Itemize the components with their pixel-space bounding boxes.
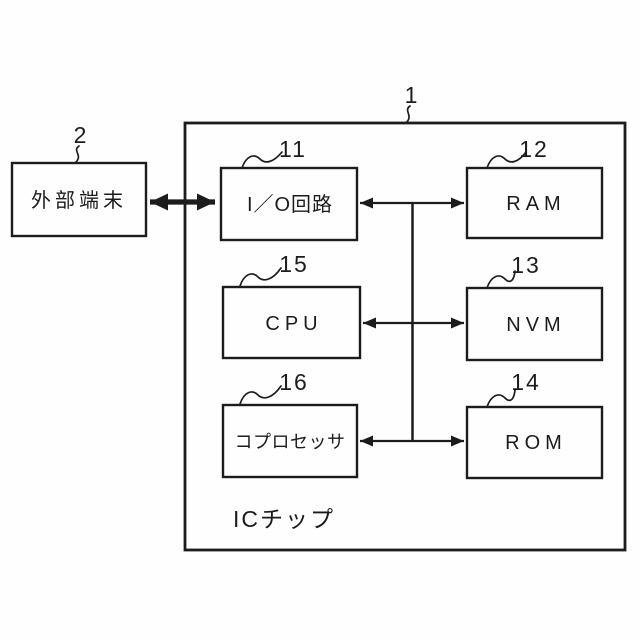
ref-label-16: 16: [279, 369, 309, 395]
ref-leader-14: [486, 389, 516, 408]
cpu-label: CPU: [265, 313, 322, 335]
rom-label: ROM: [505, 432, 567, 454]
ref-label-1: 1: [405, 82, 420, 108]
ref-label-15: 15: [279, 251, 309, 277]
ref-label-11: 11: [279, 136, 307, 162]
ref-leader-16: [239, 385, 282, 405]
coprocessor-label: コプロセッサ: [235, 432, 346, 452]
ref-leader-2: [75, 145, 80, 163]
io-circuit-label: I／O回路: [247, 193, 333, 216]
ref-leader-11: [241, 151, 283, 169]
external-terminal-label: 外部端末: [31, 189, 127, 212]
cpu-box: [221, 285, 362, 360]
external-terminal-box: [10, 161, 148, 238]
ref-label-2: 2: [74, 122, 89, 148]
ref-leader-13: [486, 270, 516, 289]
ref-label-14: 14: [511, 369, 541, 395]
ref-leader-12: [486, 151, 527, 169]
io-circuit-box: [219, 166, 359, 242]
nvm-label: NVM: [506, 314, 565, 336]
rom-box: [465, 405, 604, 480]
coprocessor-box: [221, 403, 359, 479]
ram-label: RAM: [506, 193, 565, 215]
ic-chip-label: ICチップ: [233, 506, 335, 532]
ram-box: [465, 166, 604, 240]
ref-leader-15: [239, 267, 282, 287]
ref-leader-1: [405, 105, 411, 124]
ref-label-12: 12: [519, 136, 549, 162]
ic-chip-box: [183, 121, 627, 552]
ref-label-13: 13: [511, 252, 541, 278]
nvm-box: [465, 286, 604, 362]
